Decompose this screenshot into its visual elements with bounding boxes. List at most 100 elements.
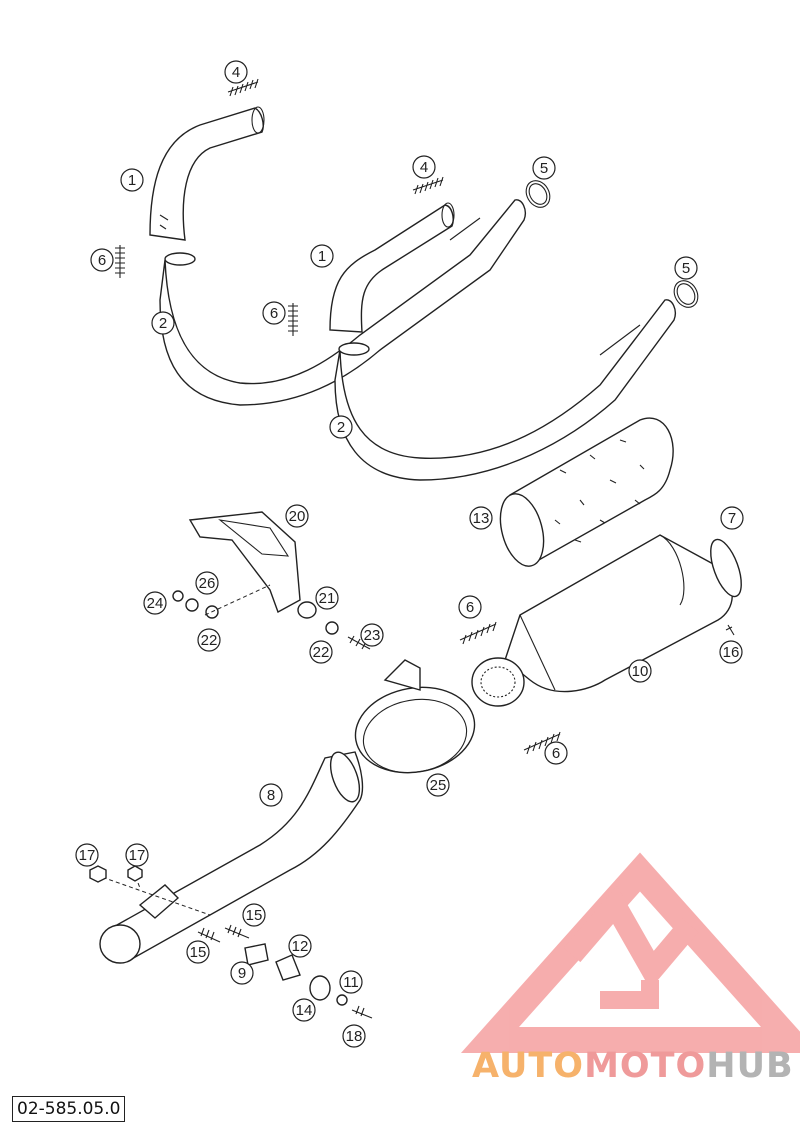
- spring-4-mid: [412, 176, 444, 195]
- callout-label: 6: [466, 599, 474, 616]
- callout-label: 16: [723, 644, 740, 661]
- callout-17: 17: [125, 843, 149, 867]
- callout-label: 15: [246, 907, 263, 924]
- callout-22: 22: [309, 640, 333, 664]
- callout-label: 25: [430, 777, 447, 794]
- callout-1: 1: [120, 168, 144, 192]
- callout-label: 6: [98, 252, 106, 269]
- callout-14: 14: [292, 998, 316, 1022]
- callout-8: 8: [259, 783, 283, 807]
- callout-6: 6: [458, 595, 482, 619]
- callout-2: 2: [151, 311, 175, 335]
- callout-label: 10: [632, 663, 649, 680]
- callout-11: 11: [339, 970, 363, 994]
- watermark-logo: [460, 852, 800, 1053]
- callout-5: 5: [532, 156, 556, 180]
- callout-18: 18: [342, 1024, 366, 1048]
- callout-label: 1: [128, 172, 136, 189]
- callout-label: 5: [540, 160, 548, 177]
- callout-label: 23: [364, 627, 381, 644]
- callout-label: 22: [313, 644, 330, 661]
- callout-label: 26: [199, 575, 216, 592]
- callout-label: 22: [201, 632, 218, 649]
- callout-4: 4: [224, 60, 248, 84]
- callout-21: 21: [315, 586, 339, 610]
- callout-label: 4: [232, 64, 240, 81]
- s-pipe-2-first: [159, 199, 526, 406]
- callout-13: 13: [469, 506, 493, 530]
- callout-20: 20: [285, 504, 309, 528]
- clamp-5-top: [525, 180, 551, 208]
- callout-7: 7: [720, 506, 744, 530]
- callout-2: 2: [329, 415, 353, 439]
- callout-5: 5: [674, 256, 698, 280]
- silencer-packing-13: [499, 417, 674, 567]
- callout-6: 6: [90, 248, 114, 272]
- callout-label: 14: [296, 1002, 313, 1019]
- callout-25: 25: [426, 773, 450, 797]
- callout-label: 17: [129, 847, 146, 864]
- spring-6-silencer-bottom: [523, 731, 561, 755]
- header-pipe-1-lower: [329, 202, 455, 333]
- callout-label: 5: [682, 260, 690, 277]
- watermark-text-moto: MOTO: [584, 1046, 707, 1086]
- callout-6: 6: [262, 301, 286, 325]
- clamp-sleeve-25: [354, 659, 476, 774]
- callout-label: 1: [318, 248, 326, 265]
- callout-label: 6: [552, 745, 560, 762]
- callout-label: 24: [147, 595, 164, 612]
- callout-label: 6: [270, 305, 278, 322]
- callout-9: 9: [230, 961, 254, 985]
- callout-label: 15: [190, 944, 207, 961]
- callout-15: 15: [242, 903, 266, 927]
- screw-16: [725, 624, 735, 636]
- callout-label: 11: [343, 974, 359, 991]
- callout-label: 12: [292, 938, 309, 955]
- callout-label: 21: [319, 590, 336, 607]
- callout-12: 12: [288, 934, 312, 958]
- bolt-15-left: [197, 927, 221, 943]
- spring-6-mid: [288, 303, 298, 336]
- callout-label: 7: [728, 510, 736, 527]
- bolt-18: [351, 1005, 373, 1019]
- callout-label: 2: [159, 315, 167, 332]
- silencer-10: [471, 534, 742, 707]
- callout-label: 8: [267, 787, 275, 804]
- callout-23: 23: [360, 623, 384, 647]
- callout-22: 22: [197, 628, 221, 652]
- spring-6-left: [115, 245, 125, 278]
- watermark-text-auto: AUTO: [472, 1046, 585, 1086]
- washer-11: [336, 994, 348, 1006]
- bushing-14: [309, 975, 331, 1001]
- s-pipe-2-second: [334, 299, 676, 481]
- nut-17-left: [89, 865, 107, 883]
- callout-label: 2: [337, 419, 345, 436]
- callout-label: 17: [79, 847, 96, 864]
- bracket-20: [188, 511, 301, 614]
- rubber-mount-12: [275, 954, 301, 981]
- spring-6-silencer-top: [459, 621, 497, 645]
- watermark-text-hub: HUB: [706, 1046, 794, 1086]
- callout-10: 10: [628, 659, 652, 683]
- callout-4: 4: [412, 155, 436, 179]
- bracket-hardware: [172, 584, 371, 650]
- spacer-9: [244, 943, 269, 966]
- callout-label: 9: [238, 965, 246, 982]
- end-pipe-8: [95, 751, 364, 964]
- bolt-15-right: [224, 924, 250, 939]
- callout-label: 20: [289, 508, 306, 525]
- callout-1: 1: [310, 244, 334, 268]
- watermark-text: AUTOMOTOHUB: [472, 1046, 794, 1086]
- callout-26: 26: [195, 571, 219, 595]
- callout-24: 24: [143, 591, 167, 615]
- spring-4-top: [227, 78, 259, 97]
- header-pipe-1-upper: [149, 106, 265, 241]
- callout-label: 4: [420, 159, 428, 176]
- clamp-5-right: [673, 280, 699, 308]
- callout-label: 13: [473, 510, 490, 527]
- nut-17-right: [127, 865, 143, 882]
- callout-6: 6: [544, 741, 568, 765]
- callout-16: 16: [719, 640, 743, 664]
